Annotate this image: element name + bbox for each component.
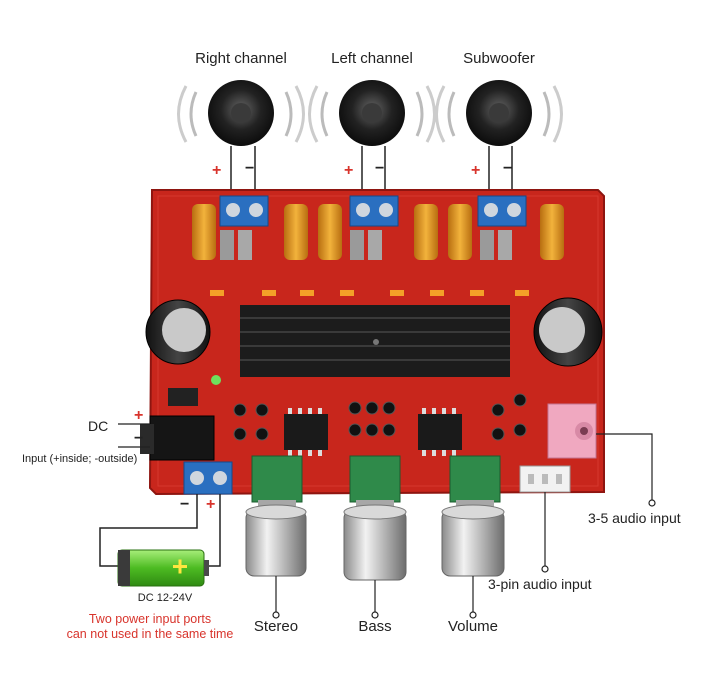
polarity-minus-left: − — [375, 160, 385, 177]
heatsink — [240, 305, 510, 377]
warning-line-2: can not used in the same time — [66, 627, 234, 641]
power-terminal-block[interactable] — [183, 461, 233, 495]
inductor-coils — [192, 204, 564, 260]
label-3pin-audio-input: 3-pin audio input — [488, 576, 592, 592]
polarity-plus-terminal: + — [206, 496, 216, 513]
film-capacitors — [220, 230, 512, 260]
battery-wires — [99, 494, 221, 567]
polarity-plus-right: + — [212, 162, 222, 179]
power-led-icon — [211, 375, 221, 385]
speaker-terminal-subwoofer[interactable] — [477, 195, 527, 227]
leader-dots — [272, 499, 656, 619]
label-dc: DC — [88, 418, 109, 434]
diode-icon — [168, 388, 198, 406]
label-volume: Volume — [447, 618, 499, 635]
label-subwoofer: Subwoofer — [463, 50, 535, 67]
label-left-channel: Left channel — [331, 50, 413, 67]
three-pin-header[interactable] — [519, 465, 571, 493]
speaker-right-icon — [177, 80, 305, 146]
label-stereo: Stereo — [253, 618, 299, 635]
label-bass: Bass — [358, 618, 392, 635]
speaker-terminal-right[interactable] — [219, 195, 269, 227]
capacitor-large-left — [145, 299, 211, 365]
leader-lines — [118, 423, 653, 612]
audio-jack-3-5[interactable] — [547, 403, 597, 459]
polarity-minus-terminal: − — [180, 496, 190, 513]
label-battery-voltage: DC 12-24V — [137, 592, 193, 604]
pot-bass-knob[interactable] — [343, 455, 407, 581]
polarity-plus-sub: + — [471, 162, 481, 179]
polarity-minus-right: − — [245, 160, 255, 177]
warning-line-1: Two power input ports — [88, 612, 212, 626]
small-capacitors — [233, 393, 527, 441]
pot-stereo-knob[interactable] — [245, 455, 307, 577]
label-audio-jack-input: 3-5 audio input — [588, 510, 681, 526]
pot-volume-knob[interactable] — [441, 455, 505, 577]
opamp-chip-2 — [418, 408, 462, 456]
capacitor-large-right — [533, 297, 603, 367]
label-input-note: Input (+inside; -outside) — [22, 453, 138, 465]
speaker-terminal-left[interactable] — [349, 195, 399, 227]
dc-power-jack[interactable] — [140, 415, 215, 461]
label-right-channel: Right channel — [195, 50, 287, 67]
polarity-plus-dc: + — [134, 407, 144, 424]
power-warning: Two power input ports can not used in th… — [40, 612, 260, 642]
smd-components — [210, 290, 529, 296]
polarity-minus-sub: − — [503, 160, 513, 177]
battery-icon — [117, 549, 209, 587]
speaker-left-icon — [308, 80, 436, 146]
opamp-chip-1 — [284, 408, 328, 456]
polarity-plus-left: + — [344, 162, 354, 179]
polarity-minus-dc: − — [134, 430, 144, 447]
speaker-subwoofer-icon — [435, 80, 563, 146]
